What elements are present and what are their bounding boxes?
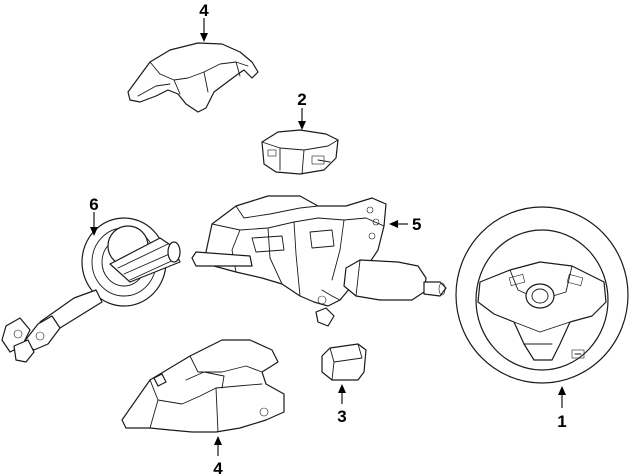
callout-3: 3 [337, 384, 347, 426]
callout-label: 4 [213, 459, 223, 476]
callout-2: 2 [297, 90, 307, 130]
intermediate-shaft [1, 217, 181, 363]
lower-column-cover [121, 339, 285, 433]
callout-4-upper: 4 [199, 1, 209, 42]
callout-label: 4 [199, 1, 209, 20]
column-switch [321, 343, 367, 381]
callout-5: 5 [389, 215, 421, 234]
steering-wheel [455, 206, 629, 384]
steering-control-module [261, 129, 339, 175]
callout-6: 6 [89, 195, 99, 236]
callout-label: 2 [297, 90, 306, 109]
steering-column [191, 195, 447, 327]
callout-1: 1 [557, 386, 567, 431]
callout-label: 1 [557, 412, 566, 431]
upper-column-cover [127, 42, 259, 113]
callout-4-lower: 4 [213, 436, 223, 476]
callout-label: 6 [89, 195, 98, 214]
callout-label: 5 [412, 215, 421, 234]
callout-label: 3 [337, 407, 346, 426]
